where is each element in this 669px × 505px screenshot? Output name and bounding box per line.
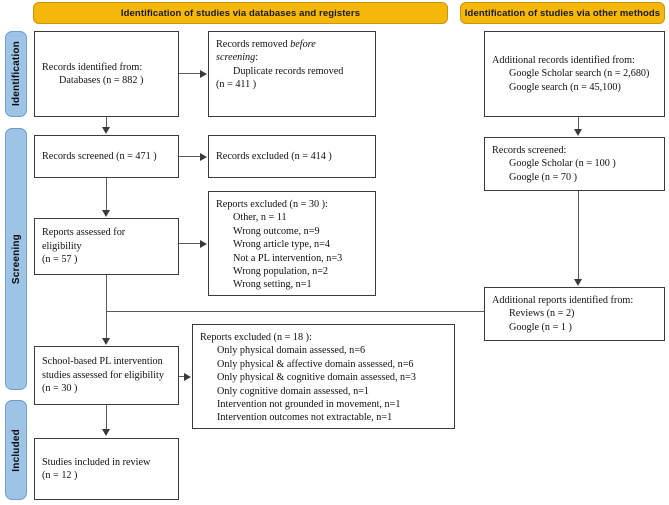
- box-line: screening:: [216, 52, 259, 64]
- box-line: Only cognitive domain assessed, n=1: [217, 385, 370, 397]
- box-records-screened: Records screened (n = 471 ): [34, 135, 179, 178]
- box-line: Records screened:: [492, 144, 567, 156]
- box-line: studies assessed for eligibility: [42, 369, 164, 381]
- stage-included-label: Included: [10, 428, 22, 472]
- arrowhead-right: [184, 372, 191, 381]
- header-databases-registers: Identification of studies via databases …: [33, 2, 448, 24]
- box-line: Google Scholar (n = 100 ): [509, 158, 616, 170]
- box-records-excluded: Records excluded (n = 414 ): [208, 135, 376, 178]
- arrowhead-down: [102, 338, 110, 345]
- box-records-identified: Records identified from: Databases (n = …: [34, 31, 179, 117]
- box-reports-assessed: Reports assessed for eligibility (n = 57…: [34, 218, 179, 275]
- box-line-emphasis: before: [290, 39, 316, 50]
- box-line: (n = 30 ): [42, 383, 78, 395]
- box-line-text: Records removed: [216, 39, 291, 50]
- stage-identification: Identification: [5, 31, 27, 117]
- box-line: Google Scholar search (n = 2,680): [509, 68, 650, 80]
- arrowhead-right: [200, 152, 207, 161]
- box-line: Google (n = 70 ): [509, 171, 577, 183]
- connector-identified-to-screened: [106, 117, 108, 129]
- connector-additional-reports-to-school-based: [106, 311, 484, 313]
- box-line: Additional reports identified from:: [492, 294, 634, 306]
- arrowhead-down: [102, 429, 110, 436]
- box-line: Databases (n = 882 ): [59, 75, 144, 86]
- connector-school-based-to-included: [106, 405, 108, 431]
- connector-additional-records-to-screened: [578, 117, 580, 131]
- box-line: Intervention outcomes not extractable, n…: [217, 412, 393, 424]
- box-line: (n = 57 ): [42, 254, 78, 266]
- connector-identified-to-removed: [179, 73, 201, 75]
- connector-assessed-to-excluded30: [179, 243, 201, 245]
- box-line: Google search (n = 45,100): [509, 81, 621, 93]
- stage-included: Included: [5, 400, 27, 500]
- box-line: Intervention not grounded in movement, n…: [217, 399, 401, 411]
- stage-identification-label: Identification: [10, 41, 22, 107]
- box-studies-included: Studies included in review (n = 12 ): [34, 438, 179, 500]
- box-line: Studies included in review: [42, 456, 151, 468]
- box-reports-excluded-18: Reports excluded (n = 18 ): Only physica…: [192, 324, 455, 429]
- header-databases-registers-label: Identification of studies via databases …: [120, 7, 361, 19]
- connector-school-based-to-excluded18: [179, 376, 185, 378]
- box-line: Reports excluded (n = 30 ):: [216, 199, 328, 210]
- connector-screened-to-assessed: [106, 178, 108, 212]
- box-line: Google (n = 1 ): [509, 321, 572, 333]
- stage-screening-label: Screening: [10, 233, 22, 285]
- arrowhead-right: [200, 239, 207, 248]
- box-line: Records removed before: [216, 38, 368, 51]
- box-line: Records identified from:: [42, 61, 143, 73]
- box-line: Only physical & affective domain assesse…: [217, 358, 414, 370]
- box-line: (n = 12 ): [42, 470, 78, 481]
- box-line: Only physical & cognitive domain assesse…: [217, 372, 416, 384]
- box-school-based-intervention: School-based PL intervention studies ass…: [34, 346, 179, 405]
- arrowhead-right: [200, 69, 207, 78]
- arrowhead-down: [574, 279, 582, 286]
- box-line: Duplicate records removed: [233, 65, 344, 77]
- stage-screening: Screening: [5, 128, 27, 390]
- box-records-screened-other: Records screened: Google Scholar (n = 10…: [484, 137, 665, 191]
- box-line: Wrong article type, n=4: [233, 239, 330, 251]
- box-line: eligibility: [42, 240, 82, 252]
- connector-screened-other-to-additional-reports: [578, 191, 580, 281]
- connector-assessed-to-school-based: [106, 275, 108, 340]
- box-records-removed: Records removed before screening: Duplic…: [208, 31, 376, 117]
- box-line: Reports excluded (n = 18 ):: [200, 332, 312, 343]
- header-other-methods: Identification of studies via other meth…: [460, 2, 665, 24]
- box-line: Additional records identified from:: [492, 54, 635, 66]
- box-line: Not a PL intervention, n=3: [233, 252, 343, 264]
- connector-screened-to-excluded: [179, 156, 201, 158]
- box-line: Other, n = 11: [233, 212, 287, 224]
- box-line: Records excluded (n = 414 ): [216, 150, 332, 162]
- arrowhead-down: [102, 210, 110, 217]
- arrowhead-down: [574, 129, 582, 136]
- box-line: Only physical domain assessed, n=6: [217, 345, 366, 357]
- box-line: Wrong setting, n=1: [233, 279, 312, 291]
- box-line: Wrong outcome, n=9: [233, 225, 320, 237]
- box-additional-records: Additional records identified from: Goog…: [484, 31, 665, 117]
- box-line: Wrong population, n=2: [233, 266, 329, 278]
- box-additional-reports: Additional reports identified from: Revi…: [484, 287, 665, 341]
- header-other-methods-label: Identification of studies via other meth…: [464, 7, 661, 19]
- arrowhead-down: [102, 127, 110, 134]
- box-line: Reviews (n = 2): [509, 308, 575, 320]
- box-line: School-based PL intervention: [42, 356, 163, 368]
- box-line: Records screened (n = 471 ): [42, 150, 157, 162]
- box-line: Reports assessed for: [42, 227, 126, 239]
- box-reports-excluded-30: Reports excluded (n = 30 ): Other, n = 1…: [208, 191, 376, 296]
- box-line: (n = 411 ): [216, 79, 257, 91]
